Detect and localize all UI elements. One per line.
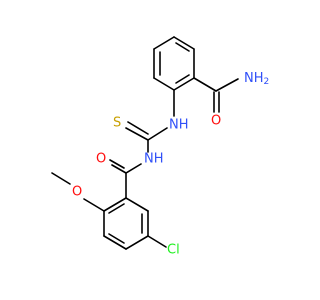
bond [125,163,142,174]
bond [111,164,127,174]
bond [108,233,125,244]
bond [147,127,168,141]
bond [125,197,149,212]
atom-labels: NH2 O NH S NH O O Cl [72,71,269,258]
methoxy-oxygen-label: O [72,185,82,200]
bond [153,77,175,91]
chlorine-label: Cl [167,243,180,258]
molecule-canvas: NH2 O NH S NH O O Cl [51,36,269,258]
bond [173,36,195,50]
methoxy-group [51,172,105,212]
benzamide-carbonyl [109,159,142,199]
amide-oxygen-label: O [211,114,221,129]
bond [175,42,190,52]
lower-benzene-ring [103,197,149,250]
molecule-structure: NH2 O NH S NH O O Cl [51,36,269,258]
bond [147,235,167,248]
bond [103,235,127,250]
bond [127,121,149,135]
amide-nh2-label: NH2 [244,71,269,88]
benzamide-oxygen-label: O [96,152,106,167]
top-benzene-ring [153,36,195,91]
bond [193,77,217,92]
bond [125,127,149,141]
bond [153,36,175,50]
bond [103,197,127,212]
thiourea-sulfur-label: S [113,116,121,131]
bond [173,77,195,91]
bond [109,159,125,169]
thiourea-group [125,121,168,153]
bond [125,235,149,250]
bond [83,198,105,212]
thiourea-nh-label: NH [169,118,189,133]
primary-amide-group [193,77,239,113]
bond [215,78,239,92]
bond [108,203,125,214]
thiourea-nh2-label: NH [144,152,164,167]
bond [175,74,190,84]
bond [51,172,71,185]
